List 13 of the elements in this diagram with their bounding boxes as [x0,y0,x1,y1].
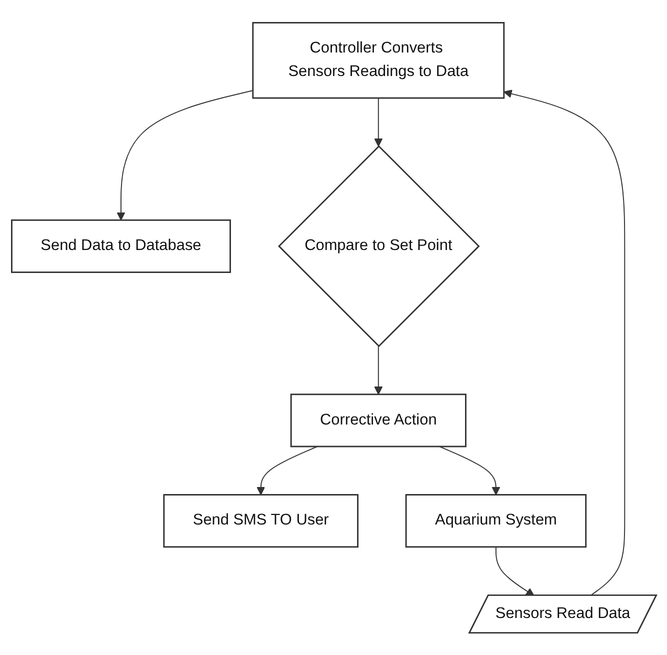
node-diamond: Compare to Set Point [277,144,480,347]
node-box: Send Data to Database [10,219,230,273]
arrow [374,345,382,394]
arrow [503,89,625,596]
arrow [494,546,534,596]
arrow [256,446,318,495]
node-box: Corrective Action [290,393,466,447]
node-box: Controller Converts Sensors Readings to Data [252,22,504,98]
node-box: Send SMS TO User [162,494,358,548]
arrow [116,90,253,220]
arrow [374,97,382,146]
node-box: Aquarium System [404,494,586,548]
arrow [438,446,500,495]
